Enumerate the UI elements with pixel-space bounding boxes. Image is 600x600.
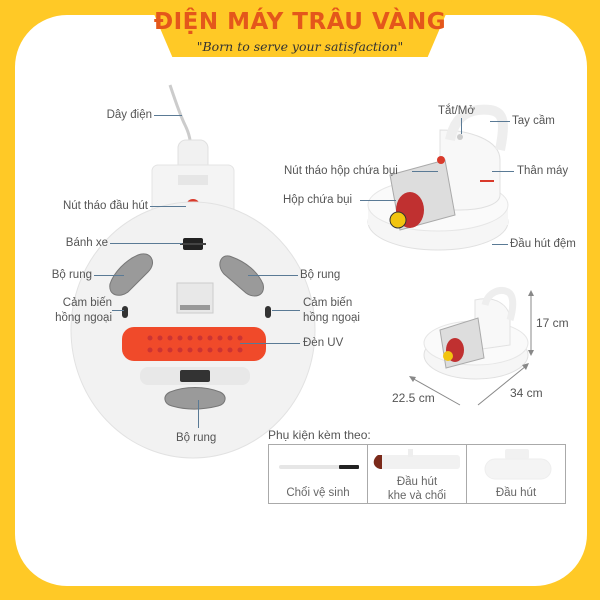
crevice-nozzle-icon	[373, 449, 460, 469]
leader-line	[248, 275, 298, 276]
leader-line	[412, 171, 438, 172]
leader-line	[150, 206, 186, 207]
dimension-width: 22.5 cm	[392, 391, 435, 405]
leader-line	[272, 310, 300, 311]
label-ir-sensor-left-line1: Cảm biến	[62, 297, 112, 309]
header-banner	[148, 0, 452, 57]
label-ir-sensor-right-line1: Cảm biến	[303, 297, 353, 309]
leader-line	[154, 115, 182, 116]
accessory-label-line2: khe và chổi	[387, 490, 447, 502]
dimension-length: 34 cm	[510, 386, 543, 400]
leader-line	[492, 244, 508, 245]
accessory-suction-head: Đầu hút	[466, 444, 566, 504]
leader-line	[198, 400, 199, 428]
accessory-label: Chổi vệ sinh	[286, 487, 350, 499]
leader-line	[94, 275, 124, 276]
accessory-cleaning-brush: Chổi vệ sinh	[268, 444, 368, 504]
label-dust-box: Hộp chứa bụi	[283, 194, 353, 206]
accessories-title: Phụ kiện kèm theo:	[268, 428, 371, 442]
accessory-label-line1: Đầu hút	[396, 476, 438, 488]
leader-line	[461, 118, 462, 134]
label-cord: Dây điện	[106, 109, 152, 121]
label-ir-sensor-right-line2: hồng ngoại	[303, 312, 360, 324]
accessory-label: Đầu hút	[495, 487, 537, 499]
leader-line	[110, 243, 182, 244]
label-wheel: Bánh xe	[65, 237, 108, 249]
leader-line	[240, 343, 300, 344]
leader-line	[112, 310, 124, 311]
label-cushion-head: Đầu hút đệm	[510, 238, 576, 250]
suction-head-icon	[484, 449, 552, 480]
label-power: Tắt/Mở	[438, 105, 475, 117]
label-vibrator-bottom: Bộ rung	[176, 432, 217, 444]
leader-line	[490, 121, 510, 122]
label-uv-lamp: Đèn UV	[303, 337, 344, 349]
label-dust-release: Nút tháo hộp chứa bụi	[284, 165, 398, 177]
label-vibrator-left: Bộ rung	[51, 269, 92, 281]
brand-slogan: "Born to serve your satisfaction"	[196, 39, 404, 54]
leader-line	[360, 200, 396, 201]
label-handle: Tay cầm	[512, 115, 555, 127]
label-body: Thân máy	[517, 165, 569, 177]
label-head-release: Nút tháo đầu hút	[62, 200, 148, 212]
dimension-height: 17 cm	[536, 316, 569, 330]
accessory-crevice-brush-nozzle: Đầu hút khe và chổi	[367, 444, 467, 504]
label-ir-sensor-left-line2: hồng ngoại	[55, 312, 112, 324]
brand-title: ĐIỆN MÁY TRÂU VÀNG	[153, 9, 447, 35]
brush-icon	[279, 465, 359, 469]
label-vibrator-right: Bộ rung	[300, 269, 341, 281]
leader-line	[492, 171, 514, 172]
